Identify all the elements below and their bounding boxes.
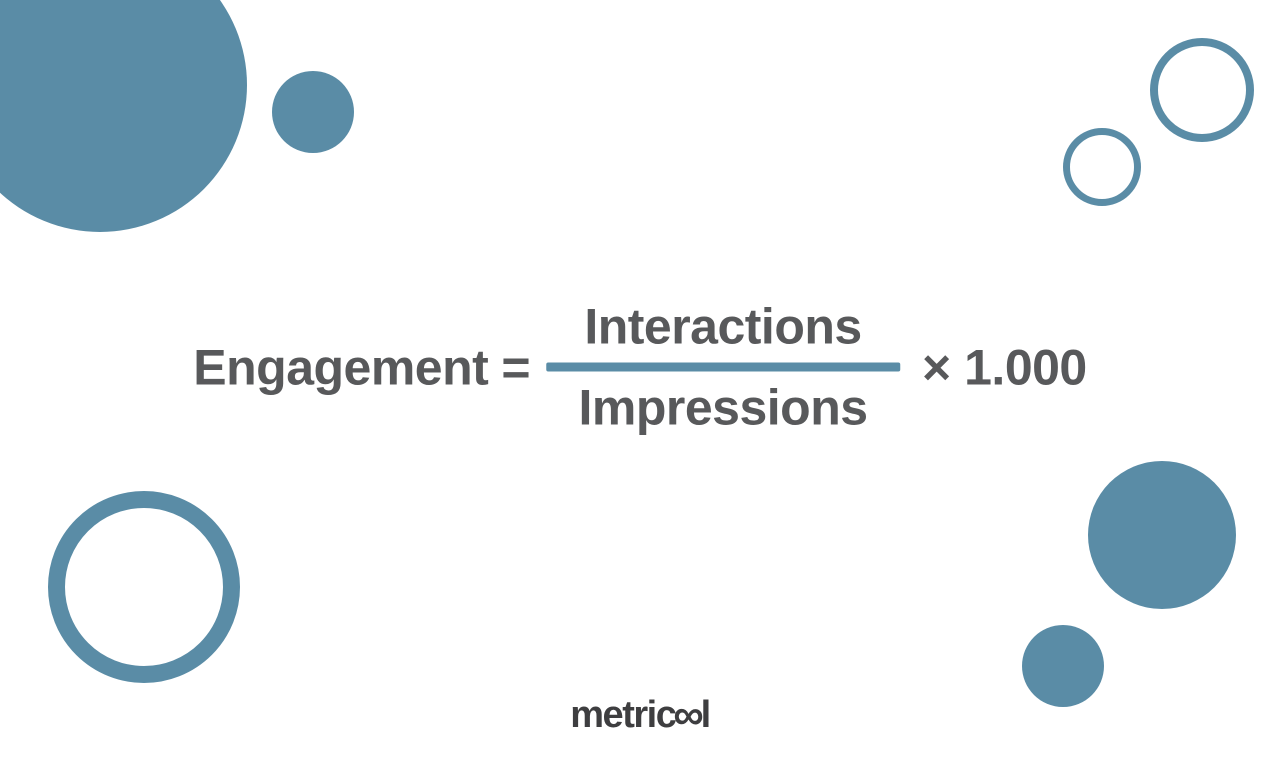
fraction-bar	[546, 362, 901, 372]
decorative-circle-filled-large-bottom-right	[1088, 461, 1236, 609]
metricool-logo: metric∞l	[570, 692, 712, 737]
engagement-formula: Engagement = Interactions Impressions × …	[193, 298, 1087, 436]
fraction-numerator: Interactions	[584, 298, 862, 355]
formula-label: Engagement	[193, 339, 489, 395]
equals-sign: =	[501, 339, 531, 395]
formula-fraction: Interactions Impressions	[546, 298, 901, 436]
logo-infinity-icon: ∞	[673, 691, 703, 739]
formula-multiplier: × 1.000	[922, 339, 1087, 395]
decorative-circle-ring-large-top-right	[1150, 38, 1254, 142]
logo-text-after: l	[700, 694, 712, 736]
logo-text-before: metric	[570, 694, 677, 736]
decorative-circle-filled-small-bottom-right	[1022, 625, 1104, 707]
decorative-circle-ring-small-top-right	[1063, 128, 1141, 206]
decorative-circle-ring-bottom-left	[48, 491, 240, 683]
decorative-circle-filled-large-top-left	[0, 0, 247, 232]
formula-left-side: Engagement =	[193, 342, 530, 392]
fraction-denominator: Impressions	[578, 379, 868, 436]
decorative-circle-filled-small-top-left	[272, 71, 354, 153]
